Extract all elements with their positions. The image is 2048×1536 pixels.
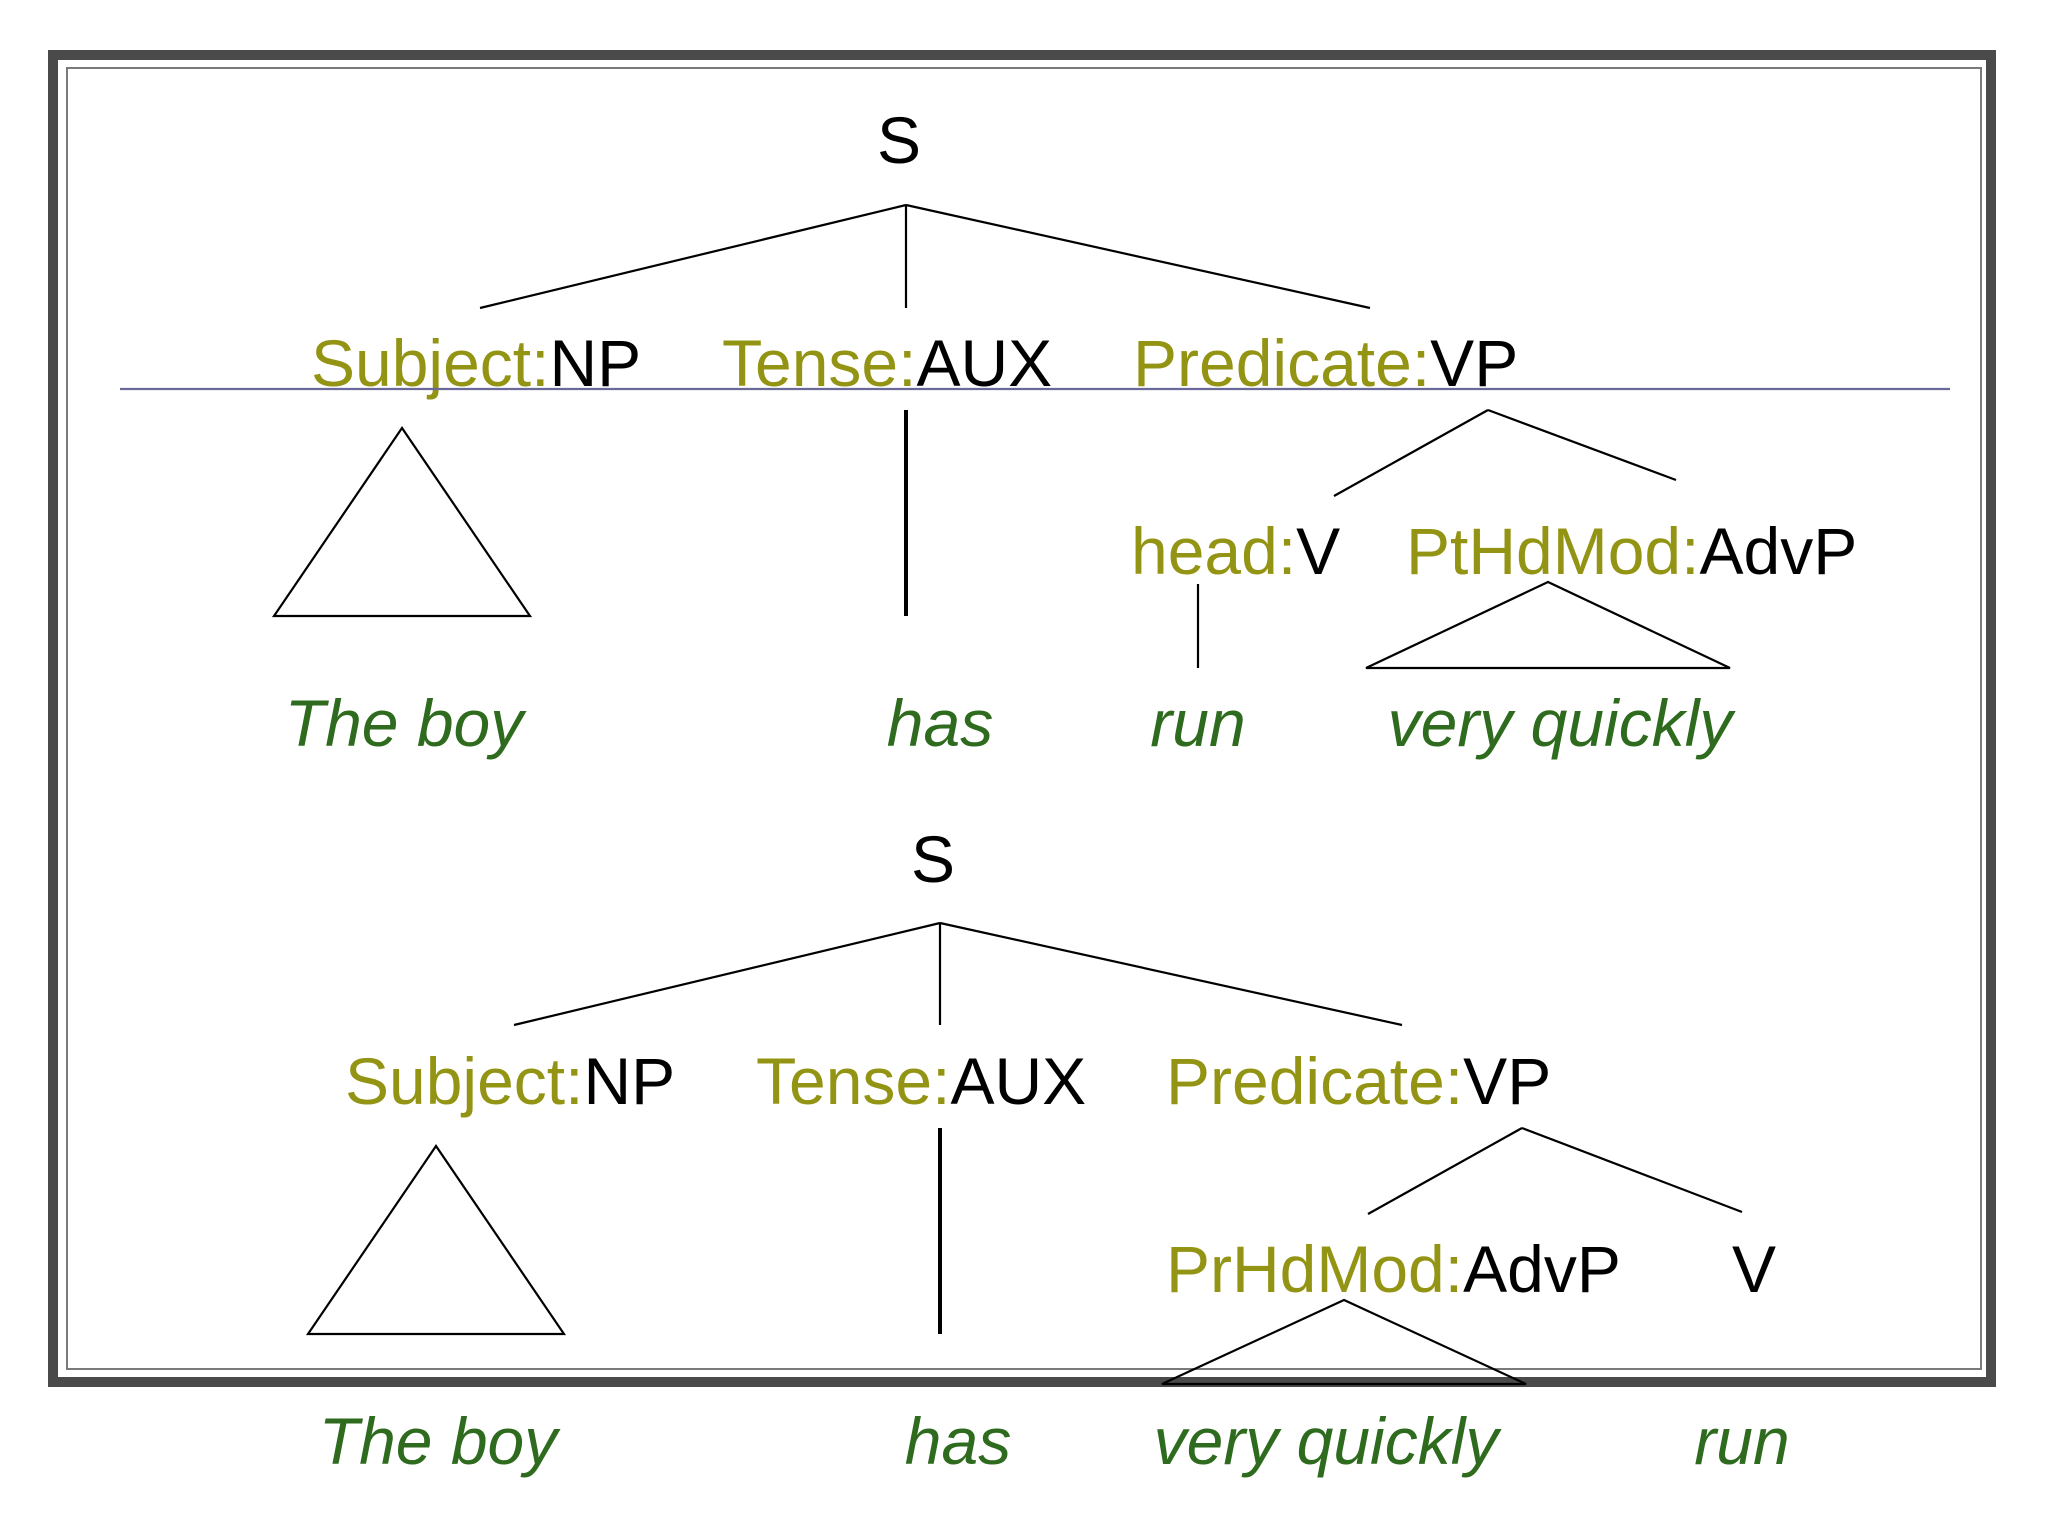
- tree2-verb-node: V: [1732, 1232, 1776, 1306]
- tree1-subject-triangle: [271, 426, 533, 618]
- tree1-subject-node: Subject:NP: [311, 326, 641, 400]
- tree2-word-tense: has: [905, 1404, 1011, 1478]
- tree1-word-modifier: very quickly: [1388, 686, 1737, 760]
- tree-1: S Subject:NP Tense:AUX Predicate:VP head…: [120, 103, 1950, 760]
- outer-frame: [48, 50, 1996, 1387]
- tree1-word-head: run: [1150, 686, 1245, 760]
- tree1-edge-vp-head: [1333, 409, 1489, 497]
- tree1-edge-s-predicate: [905, 203, 1371, 310]
- tree1-modifier-node: PtHdMod:AdvP: [1406, 514, 1857, 588]
- tree2-root-label: S: [911, 822, 955, 896]
- tree2-modifier-triangle: [1161, 1298, 1527, 1386]
- tree2-modifier-node: PrHdMod:AdvP: [1166, 1232, 1621, 1306]
- tree2-edge-s-predicate: [939, 921, 1403, 1027]
- tree1-modifier-triangle: [1365, 580, 1731, 670]
- tree-2: S Subject:NP Tense:AUX Predicate:VP PrHd…: [305, 822, 1790, 1478]
- tree1-edge-s-subject: [479, 203, 907, 310]
- tree1-head-node: head:V: [1131, 514, 1340, 588]
- tree2-word-subject: The boy: [319, 1404, 561, 1478]
- tree2-subject-triangle: [305, 1144, 567, 1336]
- tree2-edge-vp-modifier: [1367, 1127, 1523, 1215]
- tree1-edge-vp-modifier: [1487, 408, 1677, 482]
- tree2-edge-vp-verb: [1521, 1126, 1743, 1214]
- tree2-word-verb: run: [1694, 1404, 1789, 1478]
- tree2-predicate-node: Predicate:VP: [1166, 1044, 1551, 1118]
- tree2-tense-node: Tense:AUX: [756, 1044, 1086, 1118]
- tree1-root-label: S: [877, 103, 921, 177]
- tree2-edge-s-subject: [513, 921, 941, 1027]
- tree2-word-modifier: very quickly: [1154, 1404, 1503, 1478]
- tree1-word-tense: has: [887, 686, 993, 760]
- tree1-tense-node: Tense:AUX: [722, 326, 1052, 400]
- tree2-subject-node: Subject:NP: [345, 1044, 675, 1118]
- tree1-word-subject: The boy: [285, 686, 527, 760]
- inner-frame: [66, 67, 1982, 1370]
- tree1-predicate-node: Predicate:VP: [1133, 326, 1518, 400]
